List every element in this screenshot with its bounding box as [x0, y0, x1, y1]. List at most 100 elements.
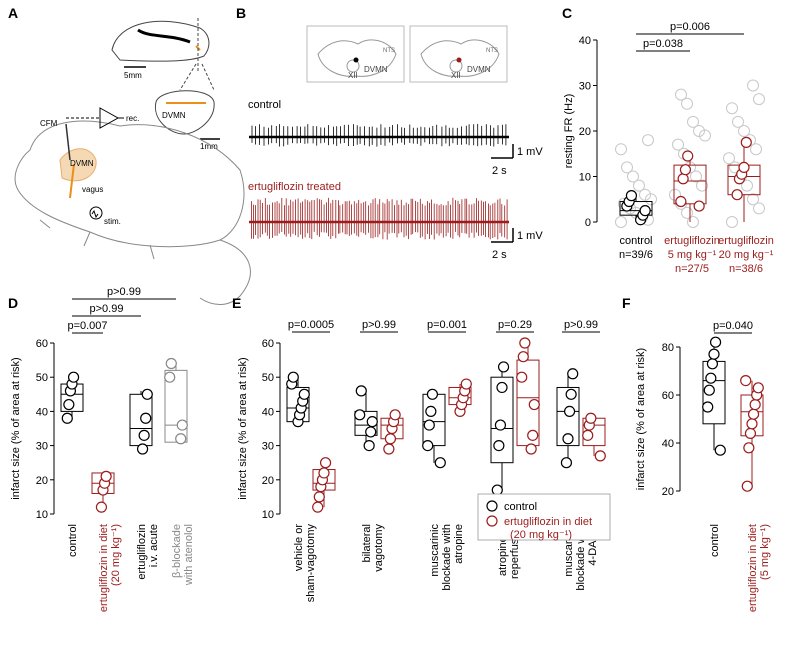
background-point [639, 188, 651, 201]
c-group-2-point [740, 136, 752, 148]
trace-spikes [251, 197, 508, 240]
d-group-3-point [176, 419, 188, 431]
e-treated-0-point [313, 491, 325, 503]
e-control-1-point [366, 416, 378, 428]
f-group-1-point [741, 480, 753, 492]
recording-setup [65, 107, 124, 220]
e-control-1-point [355, 385, 367, 397]
background-point [672, 138, 684, 151]
background-point [645, 193, 657, 206]
f-group-0-point [702, 401, 714, 413]
legend-marker-control [486, 500, 498, 512]
d-group-2-point [140, 412, 152, 424]
y-tick-label: 10 [262, 509, 274, 521]
scale-bar-control [491, 144, 514, 159]
d-group-3-point [164, 371, 176, 383]
y-tick-label: 0 [585, 217, 591, 229]
d-comparison-0-label: p=0.007 [67, 320, 107, 332]
y-tick-label: 40 [36, 406, 48, 418]
x-category-label: with atenolol [183, 524, 195, 586]
background-point [642, 134, 654, 147]
nts-label-2: NTS [486, 48, 498, 54]
d-comparison-1-label: p>0.99 [90, 303, 124, 315]
e-control-3-box [490, 376, 514, 464]
y-tick-label: 20 [36, 475, 48, 487]
y-tick-label: 10 [579, 172, 591, 184]
panel-label-d: D [8, 295, 18, 311]
e-control-3-point [491, 484, 503, 496]
dvmn-label-1: DVMN [364, 65, 388, 74]
y-tick-label: 60 [662, 390, 674, 402]
d-group-0-point [61, 412, 73, 424]
x-category-label: (20 mg kg⁻¹) [110, 524, 122, 586]
d-comparison-2-label: p>0.99 [107, 286, 141, 298]
c-group-2-point [738, 161, 750, 173]
y-tick-label: 40 [579, 35, 591, 47]
e-treated-3-point [525, 443, 537, 455]
legend-label-control: control [504, 501, 537, 513]
x-category-label: blockade with [441, 524, 453, 591]
e-control-2-box [422, 393, 446, 447]
c-group-2-point [731, 189, 743, 201]
background-point [615, 216, 627, 228]
y-axis-label: infarct size (% of area at risk) [10, 357, 22, 499]
e-comparison-1-label: p>0.99 [362, 319, 396, 331]
e-comparison-3-label: p=0.29 [498, 319, 532, 331]
f-group-1-point [752, 382, 764, 394]
e-treated-4-point [585, 412, 597, 424]
e-comparison-0-label: p=0.0005 [288, 319, 334, 331]
background-point [669, 188, 681, 201]
c-group-0-box [619, 201, 653, 216]
panel-label-e: E [232, 295, 241, 311]
e-control-1-point [363, 440, 375, 452]
f-group-0-point [709, 336, 722, 348]
f-group-1-point [744, 427, 757, 439]
c-group-1-point [682, 150, 694, 162]
c-group-0-point [625, 190, 638, 202]
e-control-2-point [423, 419, 435, 431]
e-control-3-point [496, 381, 508, 394]
e-control-4-point [563, 405, 576, 417]
e-treated-0-point [312, 501, 324, 513]
c-comparison-1-label: p=0.006 [670, 21, 710, 33]
f-group-1-point [749, 399, 761, 411]
y-tick-label: 50 [36, 372, 48, 384]
trace-label-treated: ertugliflozin treated [248, 181, 341, 193]
y-tick-label: 80 [662, 342, 674, 354]
x-category-label: ertugliflozin [136, 524, 148, 580]
c-group-1-box [673, 164, 707, 205]
e-treated-1-point [389, 409, 401, 421]
background-point [726, 102, 738, 115]
x-category-label: bilateral [361, 524, 373, 563]
e-control-2-point [422, 440, 434, 452]
rec-label: rec. [126, 114, 139, 123]
e-treated-1-point [384, 433, 397, 445]
d-group-2-point [136, 443, 149, 455]
e-treated-3-point [517, 351, 529, 363]
d-group-2-point [141, 388, 153, 400]
cfm-label: CFM [40, 119, 58, 128]
x-category-label: control [67, 524, 79, 557]
x-category-label: 5 mg kg⁻¹ [668, 249, 717, 261]
f-comparison-0-label: p=0.040 [713, 320, 753, 332]
background-point [747, 193, 759, 206]
y-tick-label: 30 [36, 441, 48, 453]
background-point [681, 206, 693, 219]
f-group-0-point [706, 358, 719, 370]
trace-treated [249, 197, 509, 240]
y-tick-label: 30 [579, 81, 591, 93]
y-axis-label: infarct size (% of area at risk) [237, 357, 249, 499]
e-treated-3-point [528, 398, 540, 411]
y-tick-label: 40 [262, 406, 274, 418]
background-point [693, 125, 705, 137]
x-category-label: n=39/6 [619, 249, 653, 261]
e-treated-4-point [594, 450, 606, 462]
background-point [687, 115, 699, 128]
e-control-4-box [556, 386, 580, 447]
c-group-1-point [693, 200, 705, 212]
background-point [741, 179, 753, 192]
scale-s-control: 2 s [492, 165, 507, 177]
